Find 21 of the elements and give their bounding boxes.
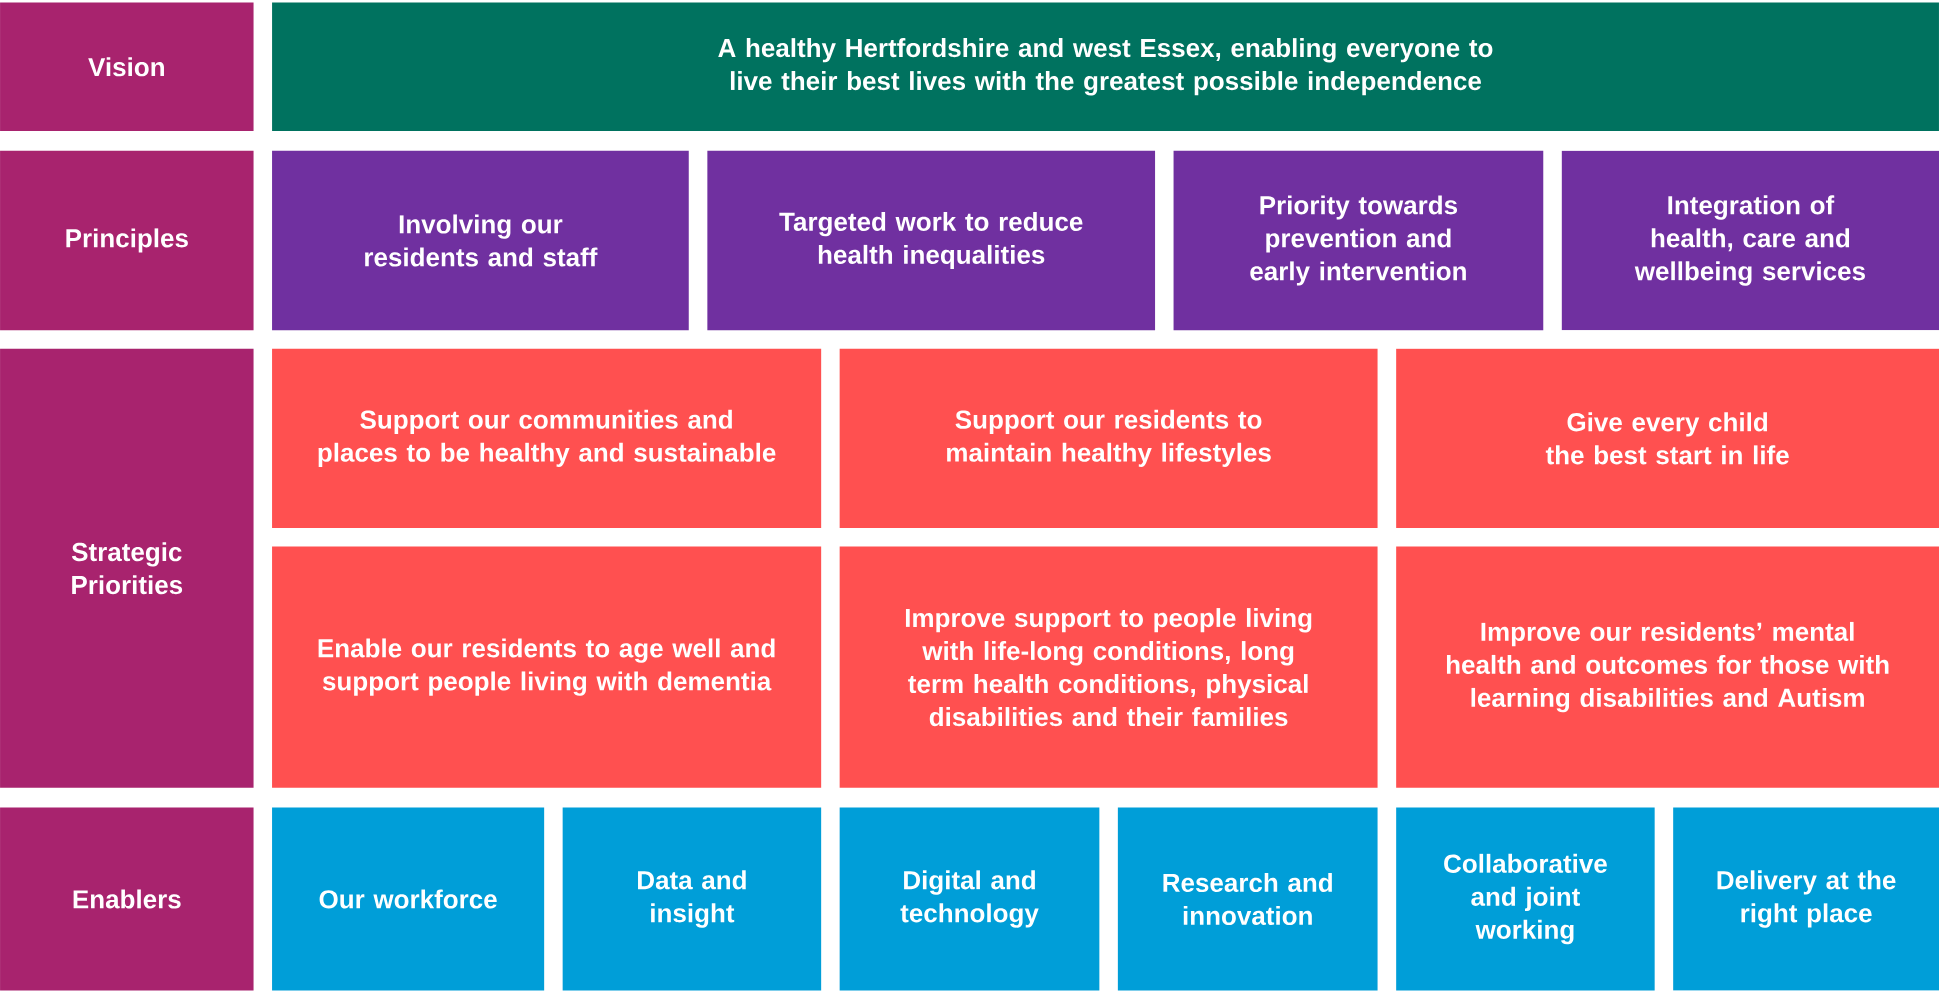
principle-box: Targeted work to reduce health inequalities <box>707 150 1156 331</box>
row-label: Strategic Priorities <box>0 348 254 788</box>
principle-box: Priority towards prevention and early intervention <box>1173 150 1544 331</box>
row-label: Principles <box>0 150 254 331</box>
vision-banner: A healthy Hertfordshire and west Essex, enabling everyone to live their best lives with the greatest possible independence <box>272 2 1939 132</box>
priority-box: Improve support to people living with life-long conditions, long term health conditions, physical disabilities and their families <box>839 546 1378 788</box>
enabler-box: Research and innovation <box>1117 807 1378 991</box>
priority-box: Give every child the best start in life <box>1396 348 1939 529</box>
priority-box: Enable our residents to age well and support people living with dementia <box>272 546 822 788</box>
enabler-box: Collaborative and joint working <box>1396 807 1655 991</box>
row-label: Enablers <box>0 807 254 991</box>
enabler-box: Our workforce <box>272 807 545 991</box>
principle-box: Integration of health, care and wellbeing services <box>1561 150 1939 331</box>
principle-box: Involving our residents and staff <box>272 150 689 331</box>
priority-box: Improve our residents’ mental health and outcomes for those with learning disabilities and Autism <box>1396 546 1939 788</box>
row-label: Vision <box>0 2 254 132</box>
priority-box: Support our residents to maintain healthy lifestyles <box>839 348 1378 529</box>
enabler-box: Delivery at the right place <box>1673 807 1939 991</box>
priority-box: Support our communities and places to be healthy and sustainable <box>272 348 822 529</box>
enabler-box: Digital and technology <box>839 807 1100 991</box>
enabler-box: Data and insight <box>562 807 822 991</box>
